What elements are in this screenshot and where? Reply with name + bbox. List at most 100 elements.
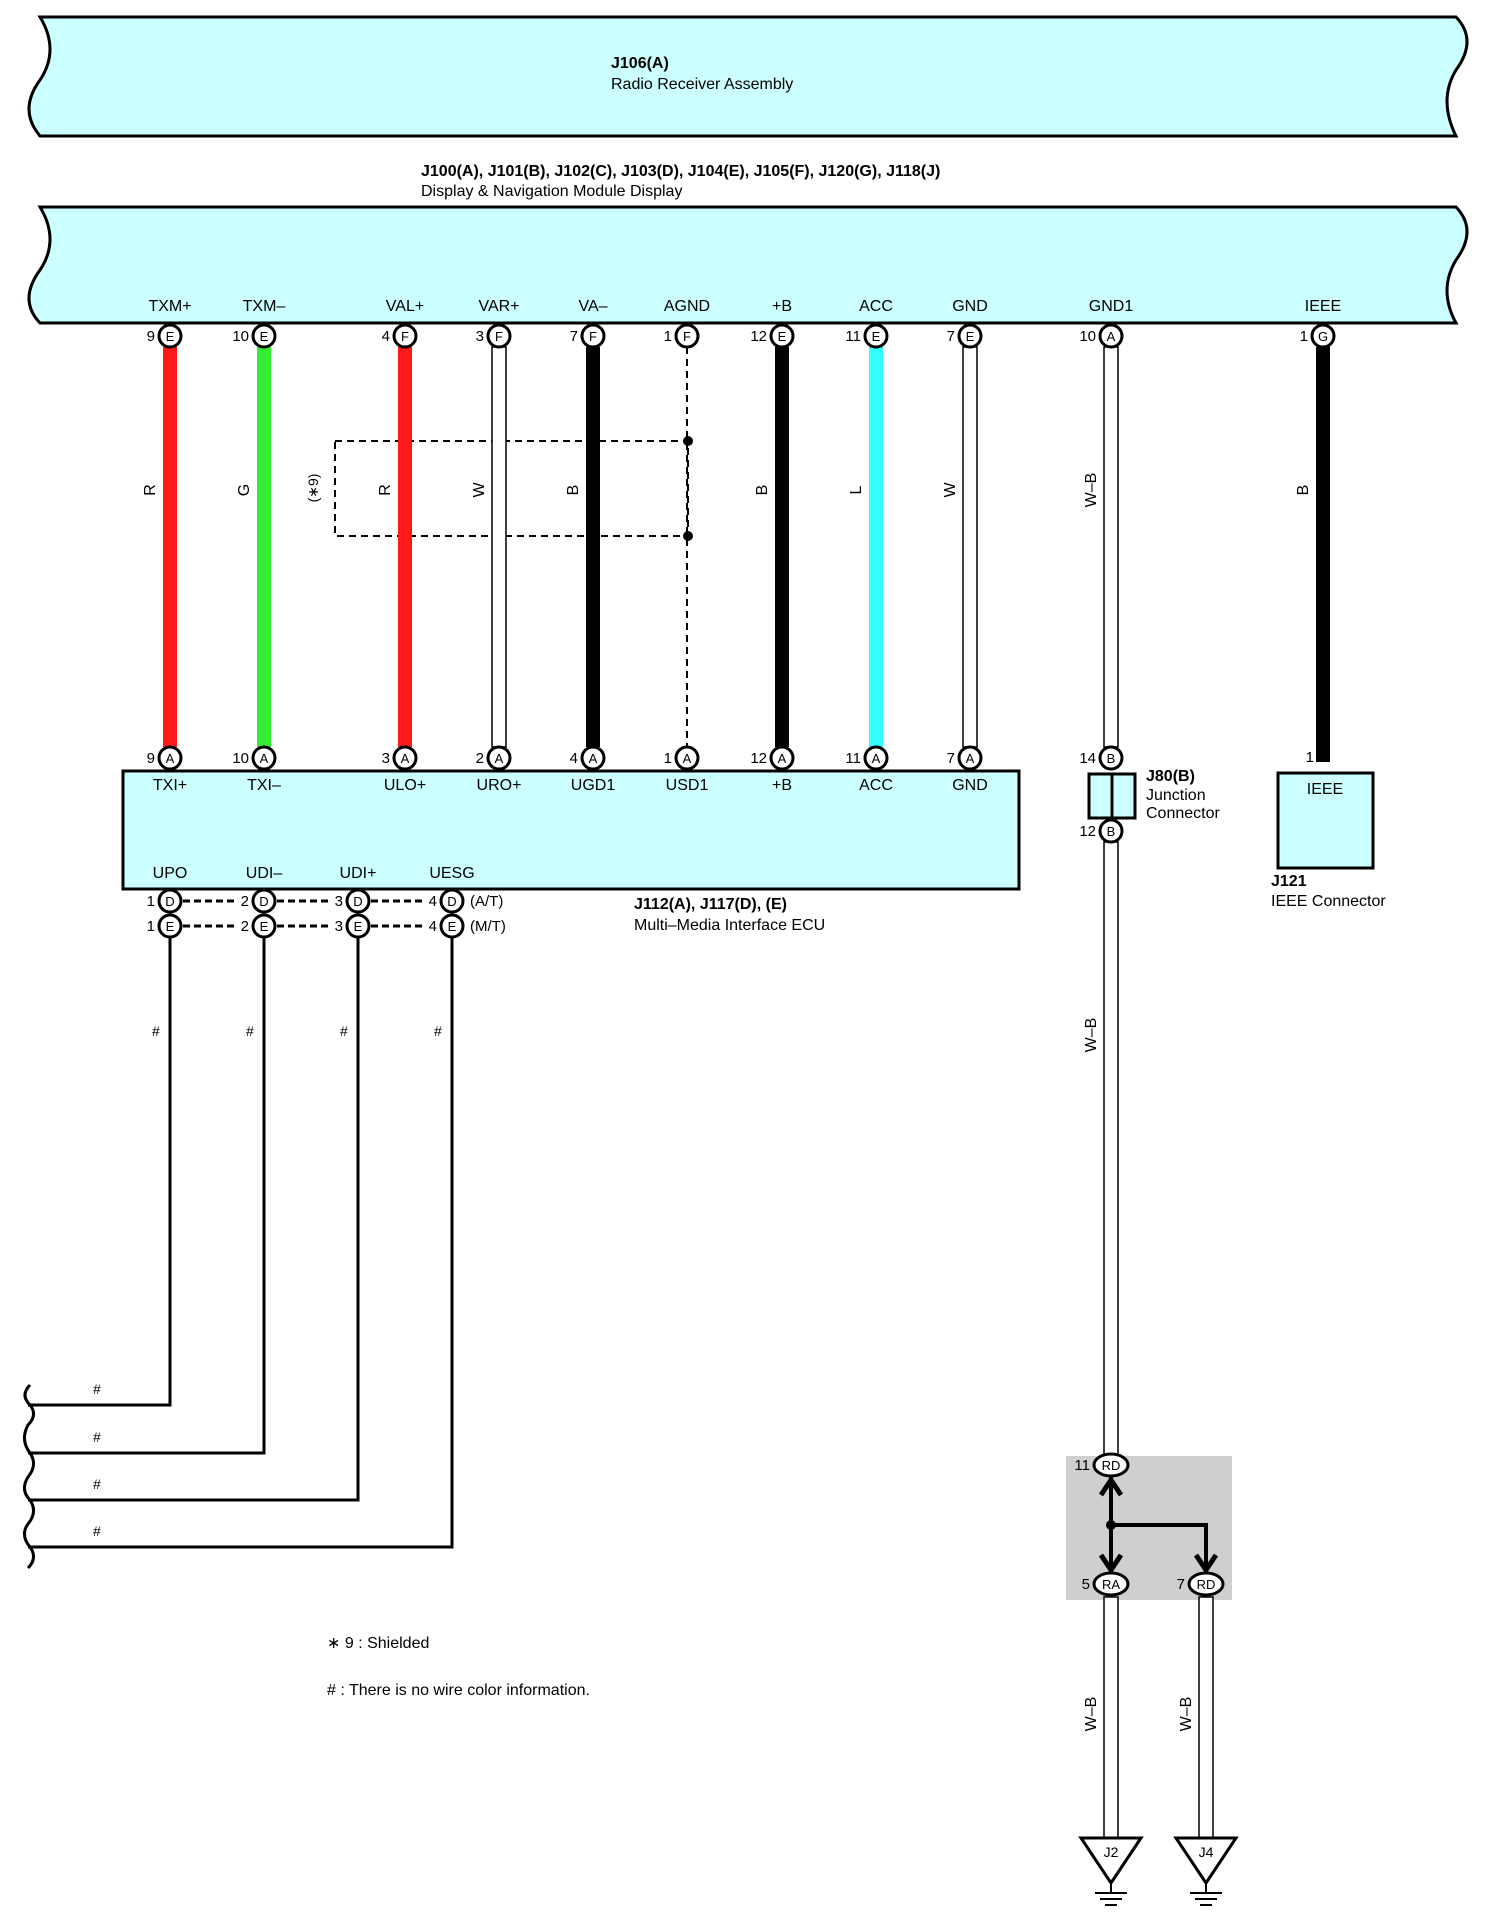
ieee-connector-id: J121 (1271, 873, 1307, 890)
hash-horiz-1: # (93, 1381, 101, 1397)
hash-horiz-4: # (93, 1523, 101, 1539)
splice-left-pin: RA (1092, 1571, 1130, 1597)
ecu-pin-1-letter: A (166, 751, 175, 766)
ground-wire-1-color-code: W–B (1083, 1697, 1100, 1732)
top-pin-11-letter: G (1318, 329, 1328, 344)
ecu-signal-5: UGD1 (571, 777, 616, 794)
wire-8-color-code: L (848, 485, 865, 494)
ecu-bottom-pin-d-3: 3 (335, 893, 343, 910)
ecu-pin-5: A (580, 745, 606, 771)
wire-1-color-code: R (142, 484, 159, 496)
ecu-bottom-e-2: E (251, 913, 277, 939)
wire-1 (163, 347, 177, 747)
top-pin-1: E (157, 323, 183, 349)
top-pin-8-letter: E (872, 329, 881, 344)
junction-name-2: Connector (1146, 805, 1220, 822)
note-no-color: # : There is no wire color information. (327, 1682, 590, 1699)
ecu-pin-8: A (863, 745, 889, 771)
display-module-id: J100(A), J101(B), J102(C), J103(D), J104… (421, 163, 940, 180)
ecu-bottom-e-2-letter: E (260, 919, 269, 934)
ecu-pin-5-letter: A (589, 751, 598, 766)
ecu-bottom-e-3: E (345, 913, 371, 939)
variant-e: (M/T) (470, 918, 506, 935)
ecu-bottom-pin-d-1: 1 (147, 893, 155, 910)
ecu-pin-num-7: 12 (750, 750, 767, 767)
ecu-bottom-pin-e-1: 1 (147, 918, 155, 935)
ecu-bottom-signal-1: UPO (153, 865, 188, 882)
top-pin-2: E (251, 323, 277, 349)
harness-break-mark (23, 1383, 35, 1570)
ecu-id: J112(A), J117(D), (E) (634, 896, 787, 913)
junction-id: J80(B) (1146, 768, 1195, 785)
wire-gnd1-lower-color-code: W–B (1083, 1018, 1100, 1053)
ecu-signal-8: ACC (859, 777, 893, 794)
ecu-signal-2: TXI– (247, 777, 281, 794)
top-pin-num-6: 1 (664, 328, 672, 345)
top-pin-num-11: 1 (1300, 328, 1308, 345)
wire-9 (962, 346, 978, 748)
wire-2-color-code: G (236, 484, 253, 496)
ecu-pin-2: A (251, 745, 277, 771)
ecu-pin-num-1: 9 (147, 750, 155, 767)
wire-gnd1-lower (1103, 841, 1119, 1460)
splice-top-pin: RD (1092, 1452, 1130, 1478)
ecu-bottom-d-3: D (345, 888, 371, 914)
junction-pin-top-letter: B (1107, 751, 1116, 766)
radio-receiver-id: J106(A) (611, 55, 669, 72)
ecu-pin-1: A (157, 745, 183, 771)
ecu-bottom-d-2: D (251, 888, 277, 914)
ground-wire-2: W–B (1178, 1596, 1214, 1839)
top-pin-9: E (957, 323, 983, 349)
ecu-pin-num-6: 1 (664, 750, 672, 767)
top-pin-num-4: 3 (476, 328, 484, 345)
top-pin-7-letter: E (778, 329, 787, 344)
ecu-bottom-e-4: E (439, 913, 465, 939)
ground-symbol-2: J4 (1173, 1836, 1239, 1906)
wire-10-color-code: W–B (1083, 473, 1100, 508)
wire-7 (775, 347, 789, 747)
top-signal-7: +B (772, 298, 792, 315)
ecu-pin-4-letter: A (495, 751, 504, 766)
splice-top-pin-num: 11 (1074, 1457, 1090, 1474)
note-shielded: ∗ 9 : Shielded (327, 1635, 429, 1652)
ecu-pin-6: A (674, 745, 700, 771)
top-pin-4-letter: F (495, 329, 503, 344)
ecu-bottom-signal-3: UDI+ (340, 865, 377, 882)
ieee-connector-pin: 1 (1306, 749, 1314, 766)
ground-wire-2-color-code: W–B (1178, 1697, 1195, 1732)
ground-symbol-1: J2 (1078, 1836, 1144, 1906)
ecu-bottom-signal-4: UESG (429, 865, 474, 882)
top-signal-5: VA– (578, 298, 607, 315)
top-signal-3: VAL+ (386, 298, 424, 315)
ecu-signal-9: GND (952, 777, 988, 794)
ecu-bottom-pin-d-2: 2 (241, 893, 249, 910)
top-pin-4: F (486, 323, 512, 349)
ieee-connector-label: IEEE (1307, 781, 1343, 798)
top-pin-3: F (392, 323, 418, 349)
ecu-bottom-d-4-letter: D (447, 894, 456, 909)
ecu-bottom-e-3-letter: E (354, 919, 363, 934)
ecu-bottom-pin-e-3: 3 (335, 918, 343, 935)
ecu-bottom-pin-e-2: 2 (241, 918, 249, 935)
hash-horiz-2: # (93, 1429, 101, 1445)
top-signal-9: GND (952, 298, 988, 315)
ecu-pin-num-3: 3 (382, 750, 390, 767)
top-pin-6-letter: F (683, 329, 691, 344)
variant-d: (A/T) (470, 893, 503, 910)
wire-3 (398, 347, 412, 747)
junction-pin-bottom-num: 12 (1079, 823, 1096, 840)
wire-11 (1316, 347, 1330, 762)
splice-right-pin-letter: RD (1197, 1577, 1216, 1592)
outgoing-line-2 (28, 937, 266, 1455)
display-module-name: Display & Navigation Module Display (421, 183, 682, 200)
ecu-signal-3: ULO+ (384, 777, 426, 794)
top-pin-num-2: 10 (232, 328, 249, 345)
ecu-pin-8-letter: A (872, 751, 881, 766)
top-signal-1: TXM+ (148, 298, 191, 315)
ecu-bottom-pin-e-4: 4 (429, 918, 437, 935)
top-pin-5-letter: F (589, 329, 597, 344)
ecu-pin-7: A (769, 745, 795, 771)
top-signal-6: AGND (664, 298, 710, 315)
wire-10 (1103, 346, 1119, 748)
